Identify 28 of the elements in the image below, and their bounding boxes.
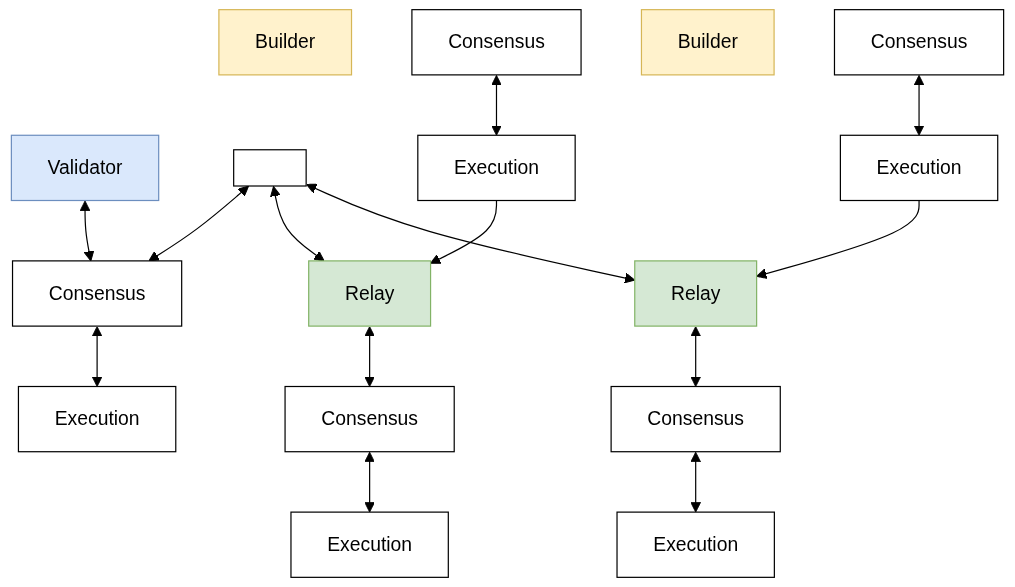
node-box: Consensus [610,385,781,453]
node-box: Execution [616,511,775,578]
node-box: Relay [308,260,432,327]
node-box: Relay [634,260,758,327]
arrow [913,74,925,136]
arrow [756,199,920,279]
node-box: Validator [10,134,160,202]
arrow [270,186,325,262]
arrow [430,199,498,264]
node-box: Execution [290,511,449,578]
node-box [233,149,307,187]
node-box: Execution [17,385,177,453]
node-box: Builder [218,9,353,76]
node-box: Execution [839,134,999,202]
arrow [91,326,103,387]
arrow [690,326,701,387]
arrow [364,326,375,387]
node-box: Consensus [11,260,183,327]
arrow [491,74,502,136]
node-box: Consensus [833,9,1005,76]
node-box: Consensus [411,9,582,76]
arrow [364,451,375,513]
arrow [148,185,249,262]
node-box: Consensus [284,385,455,453]
node-box: Builder [640,9,775,76]
arrow [690,451,701,513]
node-box: Execution [417,134,576,202]
arrow [79,200,95,262]
